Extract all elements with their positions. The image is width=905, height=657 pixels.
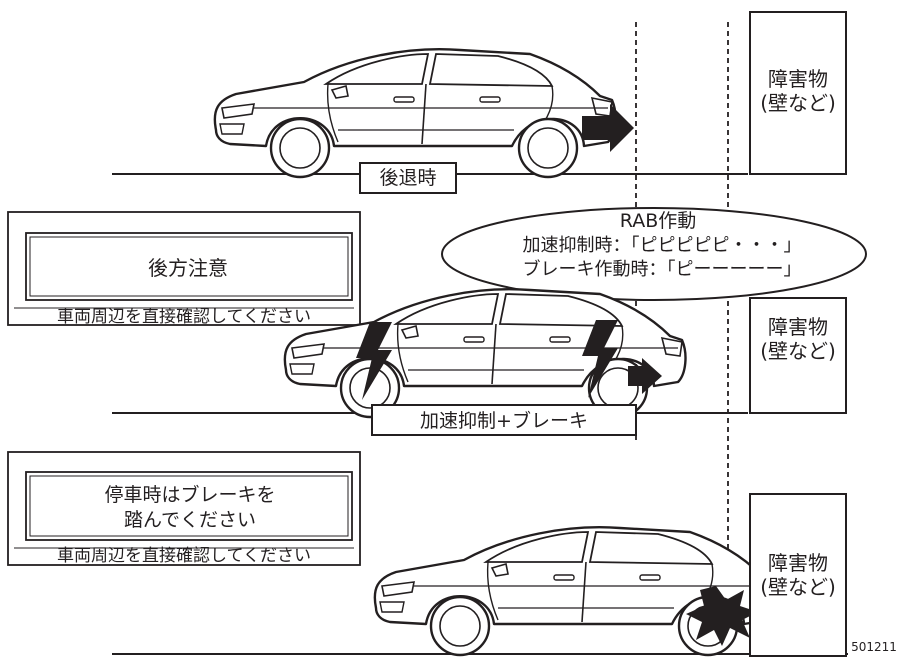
- obstacle-sublabel: (壁など): [760, 575, 836, 599]
- scene1-label-box: [359, 162, 457, 194]
- bubble-line1: 加速抑制時：「ピピピピピ・・・」: [523, 235, 802, 256]
- reverse-arrow-icon: [582, 104, 634, 152]
- display-line2: 踏んでください: [124, 509, 256, 531]
- figure-code: 501211: [851, 640, 897, 654]
- display-screen: [25, 471, 353, 541]
- bubble-title: RAB作動: [620, 210, 696, 232]
- obstacle-wall: [749, 493, 847, 657]
- display-footer: 車両周辺を直接確認してください: [57, 546, 311, 566]
- display-screen: [25, 232, 353, 301]
- scene1-label: 後退時: [379, 167, 436, 189]
- scene2: 後方注意 車両周辺を直接確認してください RAB作動 加速抑制時：「ピピピピピ・…: [7, 207, 867, 436]
- obstacle-label: 障害物: [768, 315, 828, 339]
- lightning-icon: [582, 320, 618, 398]
- scene3: 停車時はブレーキを 踏んでください 車両周辺を直接確認してください 障害物 (壁…: [7, 451, 848, 657]
- obstacle-wall: [749, 297, 847, 414]
- obstacle-sublabel: (壁など): [760, 339, 836, 363]
- lightning-icon: [356, 322, 392, 400]
- impact-icon: [686, 586, 758, 646]
- scene2-label: 加速抑制+ブレーキ: [420, 409, 588, 432]
- obstacle-label: 障害物: [768, 67, 828, 91]
- obstacle-label: 障害物: [768, 551, 828, 575]
- reverse-arrow-icon: [628, 358, 662, 394]
- obstacle-sublabel: (壁など): [760, 91, 836, 115]
- display-message: 後方注意: [148, 256, 228, 280]
- scene1: 後退時 障害物 (壁など): [112, 11, 847, 194]
- bubble-line2: ブレーキ作動時：「ピーーーーー」: [523, 258, 802, 280]
- display-line1: 停車時はブレーキを: [104, 483, 275, 506]
- speech-bubble: [441, 207, 867, 301]
- car-reversing: [213, 48, 617, 179]
- scene2-label-box: [371, 404, 637, 436]
- display-footer: 車両周辺を直接確認してください: [57, 307, 311, 327]
- obstacle-wall: [749, 11, 847, 175]
